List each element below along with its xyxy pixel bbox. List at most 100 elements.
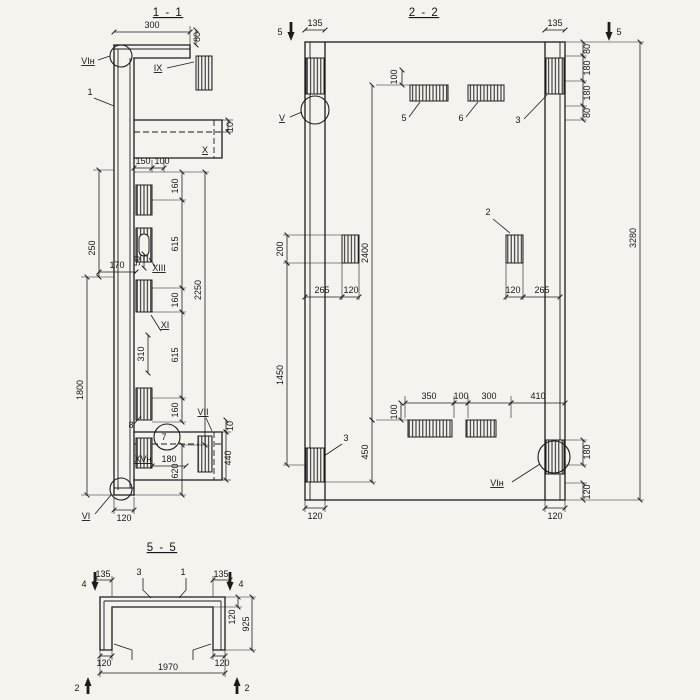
- dim-label: 100: [453, 391, 468, 401]
- embed-plate: [545, 57, 565, 95]
- dim-label: 2250: [193, 280, 203, 300]
- dim-label: 120: [582, 484, 592, 499]
- part-mark: 3: [343, 433, 348, 443]
- dim-label: 265: [314, 285, 329, 295]
- embed-plate: [467, 84, 505, 102]
- dim-label: 180: [161, 454, 176, 464]
- dim-label: 120: [116, 513, 131, 523]
- dim-label: 120: [214, 658, 229, 668]
- embed-plate: [407, 419, 453, 438]
- dim-label: 135: [213, 569, 228, 579]
- detail-circle: [537, 440, 571, 474]
- dim-label: 120: [96, 658, 111, 668]
- dim-label: 265: [534, 285, 549, 295]
- dim-label: 620: [170, 463, 180, 478]
- dim-label: 450: [360, 444, 370, 459]
- embed-plate: [465, 419, 497, 438]
- detail-mark: V: [279, 113, 285, 123]
- s22-dimension-lines: [283, 27, 644, 512]
- s11-embed-plates: [135, 55, 213, 473]
- embed-plate: [135, 437, 153, 469]
- dim-label: 180: [582, 444, 592, 459]
- embed-plate: [545, 439, 565, 475]
- dim-label: 1970: [158, 662, 178, 672]
- s22-cut-marks: [287, 22, 613, 41]
- dim-label: 180: [582, 60, 592, 75]
- part-mark: 3: [515, 115, 520, 125]
- s55-dimension-lines: [92, 576, 256, 677]
- detail-circle: [300, 95, 330, 125]
- cut-label: 5: [277, 27, 282, 37]
- s22-embed-plates: [305, 57, 565, 483]
- s11-leaders: [93, 55, 213, 515]
- s22-leaders: [289, 94, 548, 483]
- dim-label: 615: [170, 347, 180, 362]
- part-mark: 2: [485, 207, 490, 217]
- dim-label: 160: [170, 402, 180, 417]
- dim-label: 170: [109, 260, 124, 270]
- detail-mark: IX: [154, 63, 163, 73]
- section-5-5: 5 - 5 4: [74, 542, 256, 694]
- dim-label: 300: [144, 20, 159, 30]
- dim-label: 80: [582, 44, 592, 54]
- section-2-2: 2 - 2: [275, 7, 644, 521]
- embed-plate: [135, 387, 153, 421]
- dim-label: 310: [136, 346, 146, 361]
- dim-label: 120: [343, 285, 358, 295]
- embed-plate: [505, 234, 524, 264]
- dim-label: 250: [87, 240, 97, 255]
- dim-label: 615: [170, 236, 180, 251]
- detail-mark: VIн: [490, 478, 504, 488]
- anchor-slot: [138, 233, 150, 257]
- cut-label: 2: [74, 683, 79, 693]
- dim-label: 135: [95, 569, 110, 579]
- embed-plate: [341, 234, 360, 264]
- s55-cut-marks: [84, 572, 241, 694]
- dim-label: 50: [132, 256, 142, 266]
- cut-label: 4: [81, 579, 86, 589]
- dim-label: 150: [135, 156, 150, 166]
- dim-label: 120: [505, 285, 520, 295]
- embed-plate: [305, 447, 325, 483]
- dim-label: 2400: [360, 243, 370, 263]
- dim-label: 10: [225, 122, 235, 132]
- detail-circle: [109, 477, 133, 501]
- dim-label: 3280: [628, 228, 638, 248]
- dim-label: 300: [481, 391, 496, 401]
- s55-leaders: [113, 578, 212, 660]
- part-mark: 1: [87, 87, 92, 97]
- dim-label: 135: [547, 18, 562, 28]
- detail-mark: VIн: [81, 56, 95, 66]
- dim-label: 160: [170, 178, 180, 193]
- part-mark: 5: [401, 113, 406, 123]
- s55-channel-profile: [99, 596, 226, 651]
- dim-label: 120: [307, 511, 322, 521]
- dim-label: 1800: [75, 380, 85, 400]
- cut-label: 2: [244, 683, 249, 693]
- dim-label: 120: [227, 609, 237, 624]
- dim-label: 160: [170, 292, 180, 307]
- embed-plate: [305, 57, 325, 95]
- dim-label: 10: [225, 421, 235, 431]
- detail-mark: XI: [161, 320, 170, 330]
- dim-label: 1450: [275, 365, 285, 385]
- section-title: 1 - 1: [153, 7, 184, 19]
- cut-label: 5: [616, 27, 621, 37]
- detail-circle: [109, 44, 133, 68]
- embed-plate: [135, 279, 153, 313]
- detail-mark: XVн: [135, 454, 152, 464]
- dim-label: 180: [582, 85, 592, 100]
- dim-label: 440: [223, 450, 233, 465]
- dim-label: 100: [389, 69, 399, 84]
- section-title: 5 - 5: [147, 542, 178, 554]
- section-1-1: 1 - 1: [75, 7, 235, 523]
- embed-plate: [135, 184, 153, 216]
- embed-plate: [195, 55, 213, 91]
- part-mark: 6: [458, 113, 463, 123]
- dim-label: 80: [582, 108, 592, 118]
- section-title: 2 - 2: [409, 7, 440, 19]
- part-mark: 7: [161, 432, 166, 442]
- dim-label: 925: [241, 616, 251, 631]
- part-mark: 8: [128, 420, 133, 430]
